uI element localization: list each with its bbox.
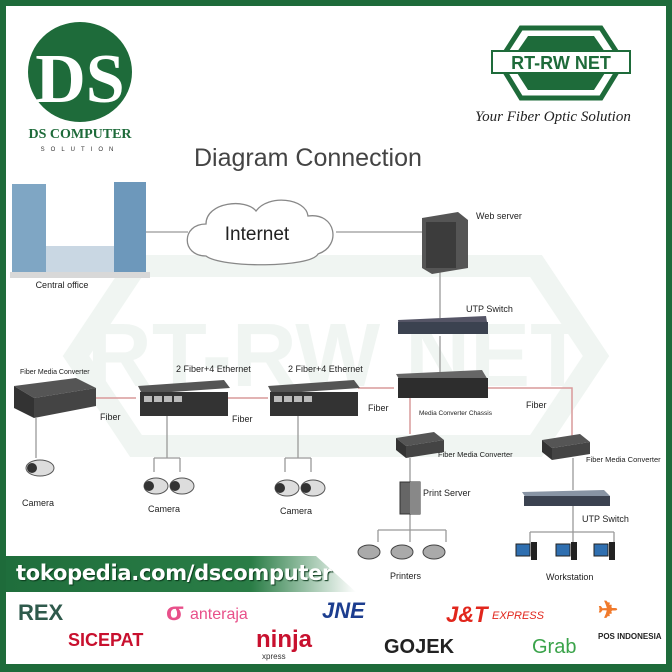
anteraja-logo: anteraja [190, 606, 248, 623]
rex-logo: REX [18, 600, 64, 625]
svg-text:Media Converter Chassis: Media Converter Chassis [419, 410, 493, 417]
svg-text:Workstation: Workstation [546, 572, 593, 582]
svg-text:Camera: Camera [280, 506, 312, 516]
fiber-lines [92, 387, 573, 438]
svg-text:UTP Switch: UTP Switch [466, 304, 513, 314]
network-diagram: RT-RW NET DS DS COMPUTER SOLUTION RT-RW … [10, 22, 661, 582]
internet-cloud-icon: Internet [186, 199, 334, 266]
courier-logos: REX σ anteraja JNE J&T EXPRESS ✈ POS IND… [6, 594, 666, 666]
rt-rw-net-logo: RT-RW NET Your Fiber Optic Solution [475, 25, 631, 125]
grab-logo: Grab [532, 636, 577, 658]
jnt-logo: J&T [446, 602, 488, 627]
svg-text:UTP Switch: UTP Switch [582, 514, 629, 524]
jnt-express: EXPRESS [492, 610, 544, 622]
fiber-media-converter-mid-icon: Fiber Media Converter [396, 432, 513, 459]
svg-text:Fiber Media Converter: Fiber Media Converter [586, 455, 661, 464]
ethernet-switch-2-icon: 2 Fiber+4 Ethernet [268, 364, 363, 416]
pos-indonesia-logo: POS INDONESIA [598, 632, 662, 641]
sicepat-logo: SICEPAT [68, 630, 144, 650]
svg-text:Fiber Media Converter: Fiber Media Converter [20, 369, 90, 376]
svg-text:Camera: Camera [148, 504, 180, 514]
svg-text:Camera: Camera [22, 498, 54, 508]
svg-text:Fiber Media Converter: Fiber Media Converter [438, 450, 513, 459]
tagline: Your Fiber Optic Solution [475, 109, 631, 125]
fiber-label: Fiber [526, 400, 547, 410]
svg-text:RT-RW NET: RT-RW NET [511, 53, 611, 73]
poster: RT-RW NET DS DS COMPUTER SOLUTION RT-RW … [6, 6, 666, 666]
watermark: RT-RW NET [62, 255, 610, 457]
diagram-title: Diagram Connection [194, 144, 422, 172]
print-server-icon: Print Server [399, 481, 471, 515]
camera-pair-icon: Camera [274, 479, 326, 516]
utp-switch-bottom-icon: UTP Switch [522, 490, 629, 524]
web-server-icon: Web server [422, 211, 522, 274]
svg-text:Web server: Web server [476, 211, 522, 221]
store-banner: tokopedia.com/dscomputer [6, 556, 356, 592]
pos-indonesia-icon: ✈ [598, 597, 619, 624]
central-office-icon: Central office [10, 182, 150, 290]
label-central-office: Central office [36, 280, 89, 290]
anteraja-icon: σ [166, 596, 184, 626]
company-sub: SOLUTION [41, 147, 120, 153]
fiber-label: Fiber [100, 412, 121, 422]
svg-text:Printers: Printers [390, 571, 422, 581]
svg-text:2 Fiber+4 Ethernet: 2 Fiber+4 Ethernet [176, 364, 251, 374]
workstations-icon: Workstation [515, 542, 615, 582]
fiber-media-converter-right-icon: Fiber Media Converter [542, 434, 661, 464]
store-url[interactable]: tokopedia.com/dscomputer [16, 561, 333, 585]
media-converter-chassis-icon: Media Converter Chassis [396, 370, 493, 417]
bottom-border [0, 664, 672, 672]
svg-text:DS: DS [35, 41, 124, 118]
svg-text:2 Fiber+4 Ethernet: 2 Fiber+4 Ethernet [288, 364, 363, 374]
svg-text:Print Server: Print Server [423, 488, 471, 498]
camera-pair-icon: Camera [143, 477, 195, 514]
gojek-logo: GOJEK [384, 636, 455, 658]
utp-switch-top-icon: UTP Switch [398, 304, 513, 334]
fiber-label: Fiber [232, 414, 253, 424]
jne-logo: JNE [322, 598, 365, 623]
ninja-logo: ninja [256, 626, 313, 653]
ethernet-switch-1-icon: 2 Fiber+4 Ethernet [138, 364, 251, 416]
fiber-media-converter-left-icon: Fiber Media Converter [14, 369, 96, 418]
ds-computer-logo: DS DS COMPUTER SOLUTION [28, 22, 132, 153]
fiber-label: Fiber [368, 403, 389, 413]
camera-icon: Camera [22, 459, 55, 508]
printers-icon: Printers [357, 544, 446, 581]
ninja-xpress-logo: xpress [262, 652, 286, 661]
company-name: DS COMPUTER [28, 127, 132, 142]
svg-text:Internet: Internet [225, 224, 290, 245]
connection-lines [35, 231, 615, 544]
